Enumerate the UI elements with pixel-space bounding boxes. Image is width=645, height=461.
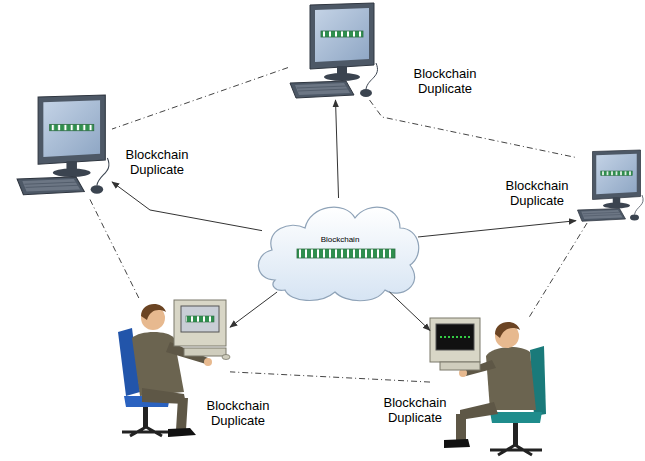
dashed-link [112, 68, 288, 129]
dashed-link [230, 372, 430, 382]
user-at-computer [430, 318, 546, 455]
node-label: Blockchain Duplicate [405, 66, 485, 96]
cloud-shape [258, 207, 418, 301]
cloud-node: Blockchain [262, 198, 418, 292]
computer-node: Blockchain Duplicate [576, 150, 643, 223]
chain-bar [297, 249, 395, 258]
dashed-link [370, 100, 576, 157]
computer-icon [17, 95, 109, 195]
arrow-connector [112, 182, 262, 231]
computer-icon [578, 150, 644, 221]
arrow-connector [418, 221, 576, 237]
node-label: Blockchain Duplicate [117, 147, 197, 177]
node-label: Blockchain Duplicate [198, 398, 278, 428]
arrow-connector [230, 292, 277, 327]
arrow-connector [390, 292, 430, 330]
user-node: Blockchain Duplicate [118, 298, 230, 440]
dashed-link [89, 197, 139, 298]
computer-node: Blockchain Duplicate [288, 3, 380, 100]
cloud-label: Blockchain [300, 235, 380, 244]
computer-icon [290, 3, 377, 98]
computer-node: Blockchain Duplicate [15, 95, 112, 197]
arrow-connector [336, 100, 339, 198]
node-label: Blockchain Duplicate [375, 395, 455, 425]
node-label: Blockchain Duplicate [497, 178, 577, 208]
user-node: Blockchain Duplicate [430, 318, 545, 452]
dashed-link [529, 223, 587, 318]
